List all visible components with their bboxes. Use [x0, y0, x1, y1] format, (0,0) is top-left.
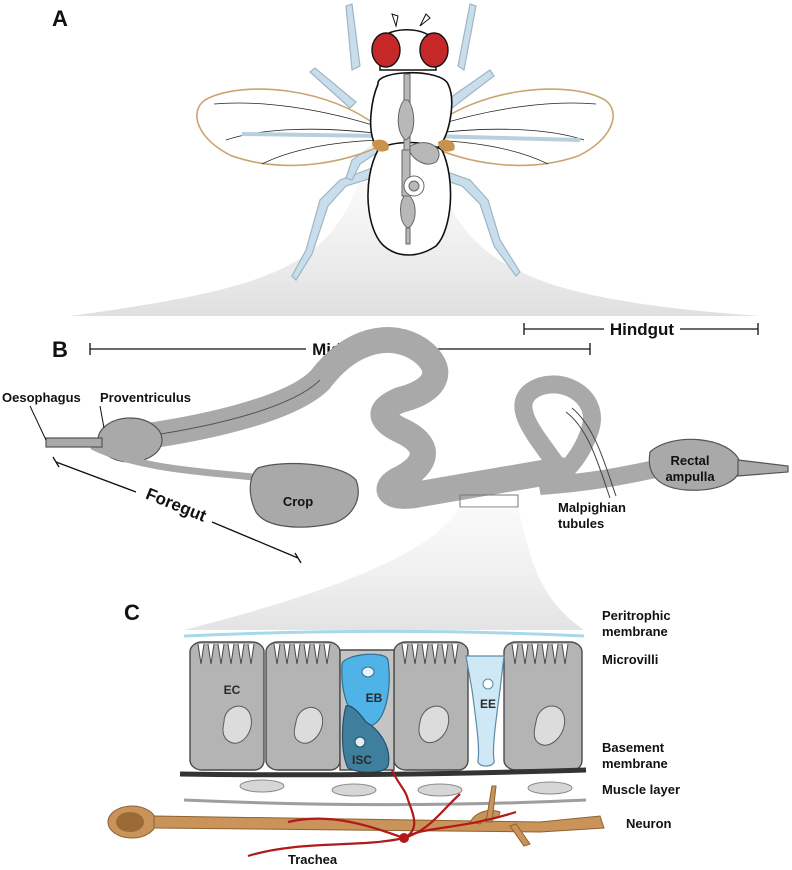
panel-b-gut: B Midgut Hindgut Foregut	[2, 320, 789, 564]
fly-wings	[196, 88, 614, 167]
cell-nuclei	[222, 705, 566, 746]
wing-halteres	[241, 132, 581, 142]
enteroblast-nucleus	[361, 666, 375, 678]
trachea-label: Trachea	[288, 852, 338, 867]
trachea	[247, 769, 517, 858]
trachea-node	[399, 833, 409, 843]
eye-left-icon	[371, 32, 401, 68]
muscle-layer	[239, 779, 573, 797]
muscle-layer-label: Muscle layer	[602, 782, 680, 797]
enteroendocrine-cell	[465, 655, 505, 767]
crop-duct	[90, 442, 263, 482]
oesophagus-tube	[45, 437, 103, 448]
malpighian-tubules	[565, 407, 617, 499]
wing-hinge-left	[372, 139, 389, 152]
muscle-fiber	[183, 798, 587, 806]
isc-label: ISC	[352, 753, 372, 767]
rectal-ampulla-label-1: Rectal	[670, 453, 709, 468]
digestive-tract	[45, 327, 789, 528]
peritrophic-label-1: Peritrophic	[602, 608, 671, 623]
peritrophic-membrane	[183, 630, 585, 638]
fly-internal-gut	[397, 73, 440, 245]
panel-label-a: A	[52, 6, 68, 31]
peritrophic-label-2: membrane	[602, 624, 668, 639]
proventriculus-label: Proventriculus	[100, 390, 191, 405]
wing-hinge-right	[438, 139, 455, 152]
panel-label-b: B	[52, 337, 68, 362]
rectal-ampulla-shape	[648, 438, 741, 491]
oesophagus-label: Oesophagus	[2, 390, 81, 405]
crop-label: Crop	[283, 494, 313, 509]
rectum-tail	[737, 459, 789, 477]
crop-shape	[249, 462, 359, 528]
basement-membrane	[179, 767, 587, 778]
gut-label-lines	[29, 405, 105, 441]
foregut-label: Foregut	[143, 484, 209, 525]
panel-c-epithelium: C	[107, 507, 680, 867]
ec-label: EC	[224, 683, 241, 697]
malpighian-label-2: tubules	[558, 516, 604, 531]
neuron-label: Neuron	[626, 816, 672, 831]
eye-right-icon	[419, 32, 449, 68]
microvilli-label: Microvilli	[602, 652, 658, 667]
rectal-ampulla-label-2: ampulla	[665, 469, 715, 484]
panel-a-fly: A	[52, 3, 760, 316]
antenna-right	[419, 13, 431, 27]
basement-label-1: Basement	[602, 740, 665, 755]
hindgut-label: Hindgut	[610, 320, 675, 339]
zoom-cone-c	[184, 507, 584, 630]
ee-label: EE	[480, 697, 496, 711]
intestinal-stem-cell	[341, 705, 390, 773]
malpighian-label-1: Malpighian	[558, 500, 626, 515]
neuron-nucleus	[116, 812, 144, 832]
microvilli	[197, 643, 569, 665]
ee-nucleus	[482, 678, 494, 690]
antenna-left	[391, 13, 399, 28]
foregut-scale-bar	[52, 456, 302, 564]
fly-legs	[291, 3, 521, 281]
basement-label-2: membrane	[602, 756, 668, 771]
hindgut-scale-bar	[523, 323, 759, 335]
panel-label-c: C	[124, 600, 140, 625]
eb-label: EB	[366, 691, 383, 705]
isc-nucleus	[354, 736, 366, 748]
